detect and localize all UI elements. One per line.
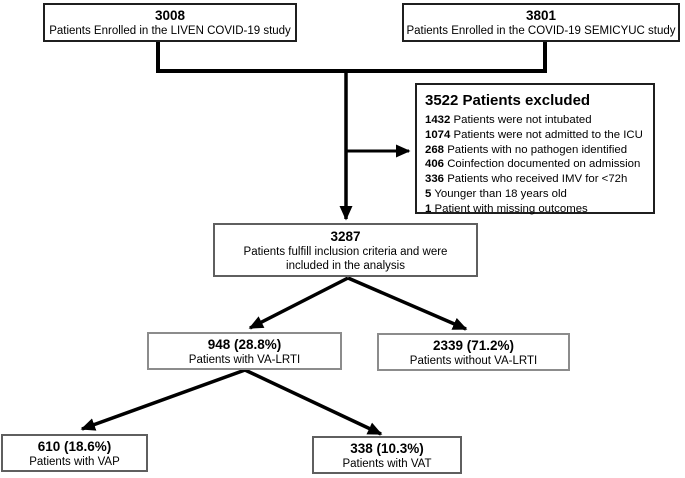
vat-label: Patients with VAT <box>342 457 432 470</box>
vap-count: 610 (18.6%) <box>37 438 112 454</box>
excluded-item: 1074 Patients were not admitted to the I… <box>425 128 643 143</box>
excluded-item: 5 Younger than 18 years old <box>425 187 567 202</box>
semicyuc-count: 3801 <box>525 8 557 23</box>
liven-count: 3008 <box>154 8 186 23</box>
excluded-item: 336 Patients who received IMV for <72h <box>425 172 627 187</box>
included-label-line1: Patients fulfill inclusion criteria and … <box>243 245 448 258</box>
without-va-lrti-label: Patients without VA-LRTI <box>409 354 538 367</box>
liven-label: Patients Enrolled in the LIVEN COVID-19 … <box>49 25 291 37</box>
box-vat: 338 (10.3%) Patients with VAT <box>312 436 462 474</box>
box-semicyuc-study: 3801 Patients Enrolled in the COVID-19 S… <box>402 3 680 42</box>
excluded-item-label: Patient with missing outcomes <box>434 202 588 215</box>
va-lrti-label: Patients with VA-LRTI <box>188 353 301 366</box>
excluded-item-label: Patients with no pathogen identified <box>447 143 628 156</box>
excluded-item: 1432 Patients were not intubated <box>425 113 592 128</box>
included-count: 3287 <box>330 228 361 244</box>
box-vap: 610 (18.6%) Patients with VAP <box>1 434 148 472</box>
excluded-item-count: 1074 <box>425 128 451 141</box>
without-va-lrti-count: 2339 (71.2%) <box>432 337 515 353</box>
va-lrti-count: 948 (28.8%) <box>207 336 282 352</box>
included-label-line2: included in the analysis <box>286 259 405 272</box>
excluded-item-count: 5 <box>425 187 432 200</box>
excluded-item-count: 1432 <box>425 114 451 126</box>
excluded-item-label: Patients were not admitted to the ICU <box>453 128 643 141</box>
excluded-title: 3522 Patients excluded <box>425 92 591 109</box>
excluded-item-count: 1 <box>425 202 432 215</box>
vap-label: Patients with VAP <box>29 455 120 468</box>
excluded-item-label: Patients were not intubated <box>453 114 592 126</box>
excluded-item-label: Patients who received IMV for <72h <box>447 173 628 186</box>
vat-count: 338 (10.3%) <box>350 440 424 456</box>
excluded-item: 1 Patient with missing outcomes <box>425 202 588 217</box>
box-without-va-lrti: 2339 (71.2%) Patients without VA-LRTI <box>377 333 570 371</box>
excluded-item: 268 Patients with no pathogen identified <box>425 143 627 158</box>
excluded-item: 406 Coinfection documented on admission <box>425 157 640 172</box>
excluded-item-label: Coinfection documented on admission <box>447 158 641 171</box>
excluded-item-count: 268 <box>425 143 445 156</box>
box-va-lrti: 948 (28.8%) Patients with VA-LRTI <box>147 332 342 370</box>
excluded-item-count: 336 <box>425 173 445 186</box>
semicyuc-label: Patients Enrolled in the COVID-19 SEMICY… <box>406 25 676 37</box>
excluded-item-count: 406 <box>425 158 445 171</box>
box-liven-study: 3008 Patients Enrolled in the LIVEN COVI… <box>43 3 297 42</box>
box-patients-excluded: 3522 Patients excluded 1432 Patients wer… <box>415 83 655 217</box>
box-included-analysis: 3287 Patients fulfill inclusion criteria… <box>213 223 478 277</box>
excluded-item-label: Younger than 18 years old <box>434 187 567 200</box>
